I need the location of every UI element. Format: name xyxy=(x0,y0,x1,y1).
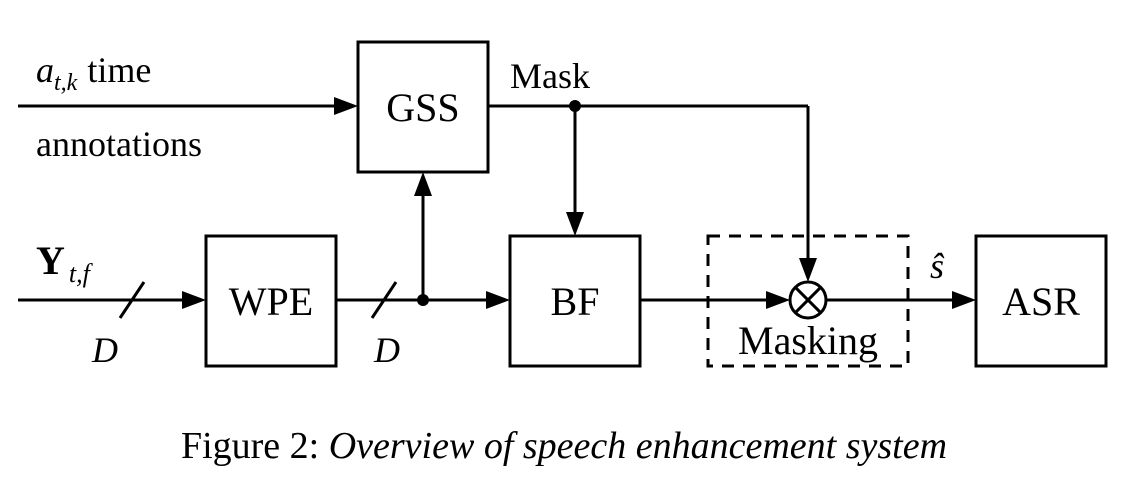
bf-block-label: BF xyxy=(551,279,600,324)
masking-block-label: Masking xyxy=(738,318,878,363)
svg-text:Yt,f: Yt,f xyxy=(36,238,94,288)
bf-masking-arrowhead xyxy=(766,291,790,309)
channel-dim-label-2: D xyxy=(373,330,400,370)
mask-label: Mask xyxy=(510,56,590,96)
annotations-arrowhead xyxy=(334,97,358,115)
mask-bf-arrowhead xyxy=(566,212,584,236)
input-arrowhead xyxy=(182,291,206,309)
multichannel-slash-2 xyxy=(370,281,398,319)
channel-dim-label-1: D xyxy=(91,330,118,370)
wpe-bf-arrowhead xyxy=(486,291,510,309)
multiply-node-icon xyxy=(788,280,828,320)
asr-block-label: ASR xyxy=(1002,279,1080,324)
enhanced-signal-label: ŝ xyxy=(930,246,945,286)
caption-text: Overview of speech enhancement system xyxy=(328,425,948,467)
mask-masking-arrowhead xyxy=(799,258,817,282)
asr-block xyxy=(974,234,1108,368)
gss-block xyxy=(356,40,490,174)
wpe-block-label: WPE xyxy=(229,279,313,324)
caption-label: Figure 2: xyxy=(180,425,320,467)
multichannel-slash-1 xyxy=(118,281,146,319)
gss-block-label: GSS xyxy=(386,85,459,130)
branch-gss-arrowhead xyxy=(414,172,432,196)
figure-caption: Figure 2: Overview of speech enhancement… xyxy=(0,424,1128,468)
annotations-label: annotations xyxy=(36,124,202,164)
masking-asr-arrowhead xyxy=(952,291,976,309)
wpe-block xyxy=(204,234,338,368)
